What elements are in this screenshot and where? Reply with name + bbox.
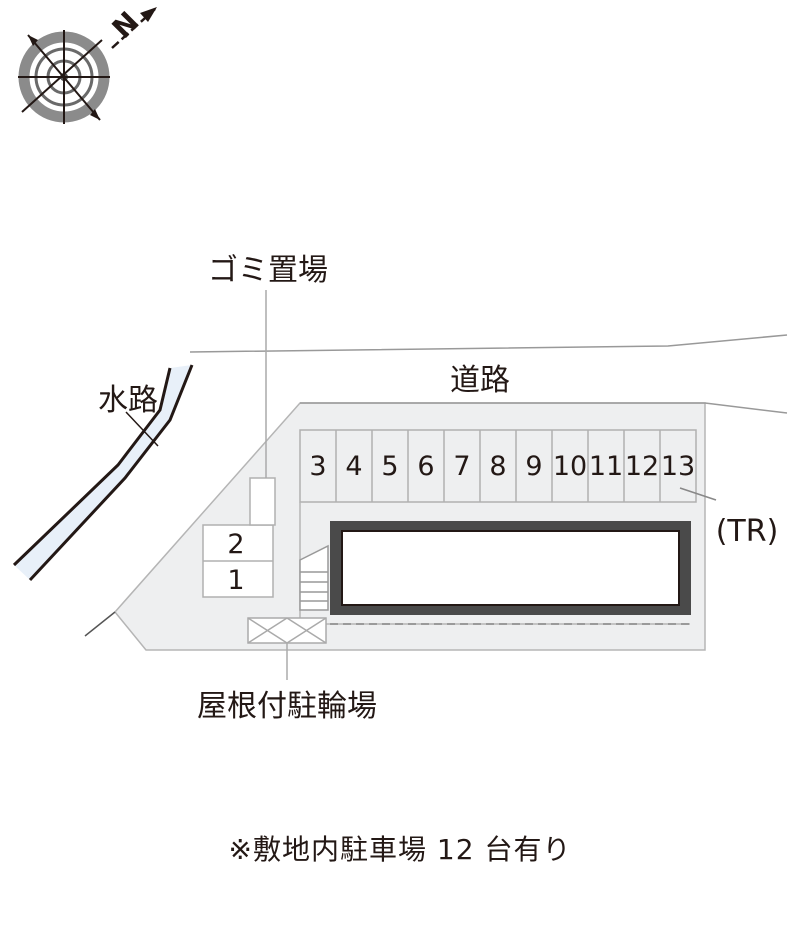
- space-number: 9: [525, 451, 542, 482]
- garbage-area: [249, 477, 276, 526]
- compass-north-letter: N: [106, 5, 146, 45]
- waterway-label: 水路: [98, 383, 158, 418]
- space-number: 13: [661, 451, 695, 482]
- space-number: 6: [417, 451, 434, 482]
- space-number: 3: [309, 451, 326, 482]
- compass-icon: N: [18, 5, 157, 124]
- bicycle-parking-label: 屋根付駐輪場: [197, 689, 377, 724]
- space-number: 5: [381, 451, 398, 482]
- space-number: 2: [227, 529, 244, 560]
- garbage-area-label: ゴミ置場: [208, 253, 328, 288]
- space-number: 10: [553, 451, 587, 482]
- lot-lower-edge: [84, 611, 116, 637]
- road-label: 道路: [450, 363, 510, 398]
- trash-room-label: (TR): [716, 514, 779, 549]
- road-edge-bottom: [300, 402, 788, 414]
- parking-spaces-top: [299, 429, 697, 503]
- stairs: [299, 544, 329, 611]
- parking-spaces-left: [202, 524, 274, 598]
- space-number: 7: [453, 451, 470, 482]
- space-number: 12: [625, 451, 659, 482]
- road-edge-top: [189, 334, 788, 353]
- parking-note: ※敷地内駐車場 12 台有り: [228, 833, 572, 866]
- space-number: 8: [489, 451, 506, 482]
- waterway: [14, 365, 192, 580]
- parking-space-numbers: 3 4 5 6 7 8 9 10 11 12 13: [309, 451, 695, 482]
- space-number: 4: [345, 451, 362, 482]
- bicycle-parking: [247, 617, 327, 644]
- space-number: 1: [227, 565, 244, 596]
- space-number: 11: [589, 451, 623, 482]
